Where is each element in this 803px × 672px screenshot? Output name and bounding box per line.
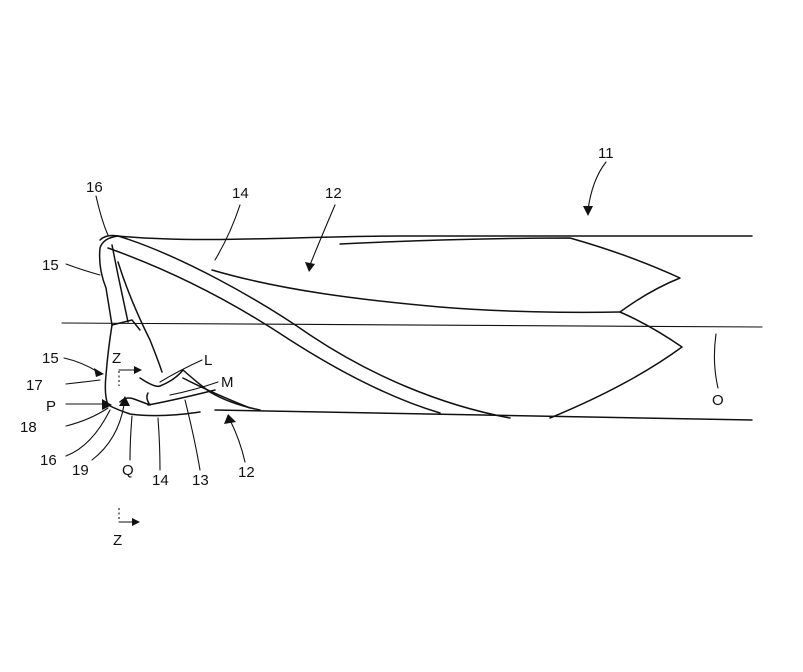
tip-diagonal [117, 261, 163, 373]
thinning-curve [139, 369, 261, 411]
helical-land-inner [107, 247, 441, 414]
leader-12-bottom [229, 419, 246, 463]
tip-front-edge [104, 324, 113, 406]
label-z-bottom: Z [113, 532, 122, 549]
leader-15-top [65, 263, 101, 276]
leader-l [159, 359, 203, 383]
leaders [63, 161, 719, 471]
leader-q [129, 415, 133, 461]
label-cutting-edge-mid: 15 [42, 350, 59, 367]
label-m: M [221, 374, 234, 391]
label-flute-bottom: 12 [238, 464, 255, 481]
leader-14-top [214, 204, 241, 261]
leader-o [713, 333, 719, 389]
label-land-top: 14 [232, 185, 249, 202]
section-z-top [118, 366, 142, 386]
label-land-bottom: 14 [152, 472, 169, 489]
section-z-bottom [118, 508, 140, 526]
flute-boundary [211, 269, 621, 314]
label-corner-top: 16 [86, 179, 103, 196]
helical-land-outer [117, 235, 511, 419]
leader-13 [184, 399, 201, 471]
label-z-top: Z [112, 350, 121, 367]
arrow-11 [583, 206, 593, 216]
reference-labels: 11 12 14 16 15 15 17 P 18 16 19 Q 14 13 … [20, 145, 724, 549]
label-corner-bottom: 16 [40, 452, 57, 469]
axis-line-o [61, 322, 763, 328]
tip-inner-line [111, 244, 129, 323]
label-thinning-19: 19 [72, 462, 89, 479]
leader-18 [65, 407, 109, 427]
shank-lower-flute [549, 311, 683, 419]
leader-16-bottom [65, 409, 111, 457]
body-bottom-edge [214, 409, 753, 421]
leader-12-top [309, 204, 336, 266]
body-top-edge [117, 235, 753, 241]
heel-line [182, 377, 251, 409]
drill-outline [98, 234, 753, 421]
arrow-15-mid [94, 368, 104, 377]
label-cutting-edge-top: 15 [42, 257, 59, 274]
label-q: Q [122, 462, 134, 479]
label-flute-top: 12 [325, 185, 342, 202]
label-thinning-17: 17 [26, 377, 43, 394]
leader-19 [91, 404, 125, 461]
tip-chisel-top [111, 319, 141, 331]
section-z-bottom-arrowhead [132, 518, 140, 526]
label-p: P [46, 398, 56, 415]
arrow-12-top [305, 262, 315, 272]
leader-17 [65, 379, 101, 385]
tip-left-edge [98, 235, 119, 326]
leader-15-mid [63, 357, 99, 373]
shank-upper-flute [339, 237, 681, 313]
label-thinning-18: 18 [20, 419, 37, 436]
leader-11 [587, 161, 607, 211]
arrow-p [102, 399, 112, 410]
section-z-top-arrowhead [134, 366, 142, 374]
label-drill: 11 [598, 145, 614, 162]
leader-16-top [95, 195, 109, 236]
label-l: L [204, 352, 212, 369]
leader-m [169, 381, 219, 396]
leader-14-bottom [157, 417, 161, 471]
arrow-19 [119, 396, 130, 406]
thinning-lower [147, 389, 216, 406]
label-heel-13: 13 [192, 472, 209, 489]
tip-bottom-edge [107, 404, 201, 417]
arrow-12-bottom [224, 414, 236, 424]
tip-corner-mark [99, 234, 119, 241]
label-axis-o: O [712, 392, 724, 409]
